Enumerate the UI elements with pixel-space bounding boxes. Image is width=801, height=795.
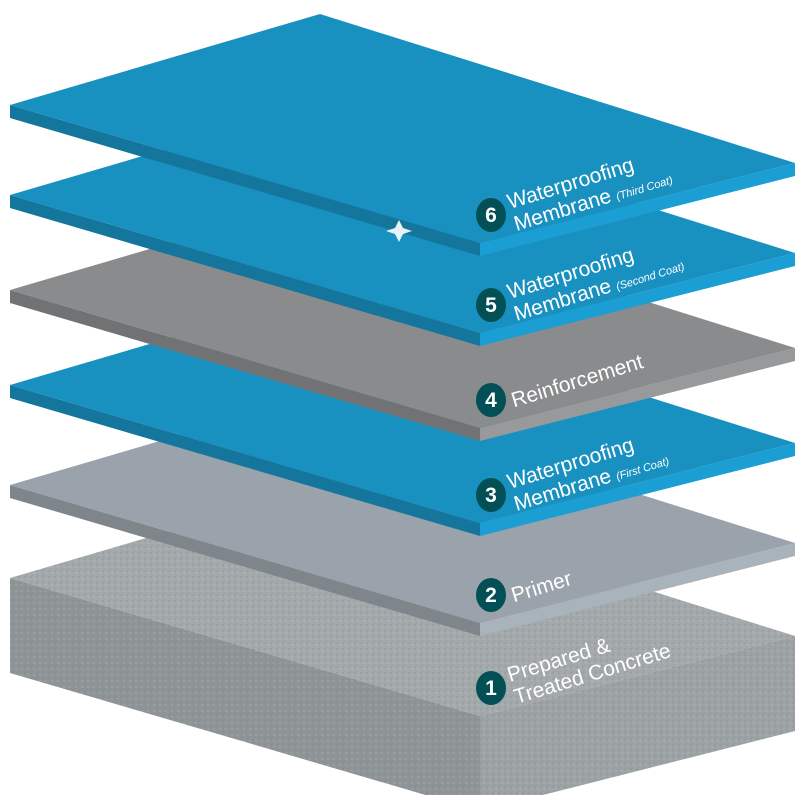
- layer-number: 5: [485, 294, 497, 317]
- layer-badge: 4: [476, 383, 506, 417]
- concrete-texture: [10, 578, 480, 795]
- layer-side-right: [480, 348, 795, 441]
- badge-circle: [476, 478, 506, 512]
- badge-circle: [476, 383, 506, 417]
- layer-side-right: [480, 163, 795, 256]
- sparkle-icon: [386, 220, 412, 242]
- layer-side-left: [10, 485, 480, 636]
- layer-side-right: [480, 443, 795, 536]
- layer-badge: 5: [476, 288, 506, 322]
- layer-number: 1: [485, 677, 497, 700]
- layer-top-face: [10, 14, 795, 243]
- layer-side-left: [10, 105, 480, 256]
- layer-side-right: [480, 253, 795, 346]
- badge-circle: [476, 288, 506, 322]
- layer-badge: 6: [476, 198, 506, 232]
- layer-number: 3: [485, 484, 497, 507]
- layer-side-left: [10, 385, 480, 536]
- layer-side-left: [10, 290, 480, 441]
- layer-number: 2: [485, 584, 497, 607]
- layer-side-left: [10, 195, 480, 346]
- layer-number: 6: [485, 204, 497, 227]
- concrete-texture: [480, 636, 795, 795]
- layer-badge: 2: [476, 578, 506, 612]
- layer-badge: 1: [476, 671, 506, 705]
- badge-circle: [476, 671, 506, 705]
- badge-circle: [476, 198, 506, 232]
- badge-circle: [476, 578, 506, 612]
- layer-badge: 3: [476, 478, 506, 512]
- layer-number: 4: [485, 389, 497, 412]
- layer-side-right: [480, 543, 795, 636]
